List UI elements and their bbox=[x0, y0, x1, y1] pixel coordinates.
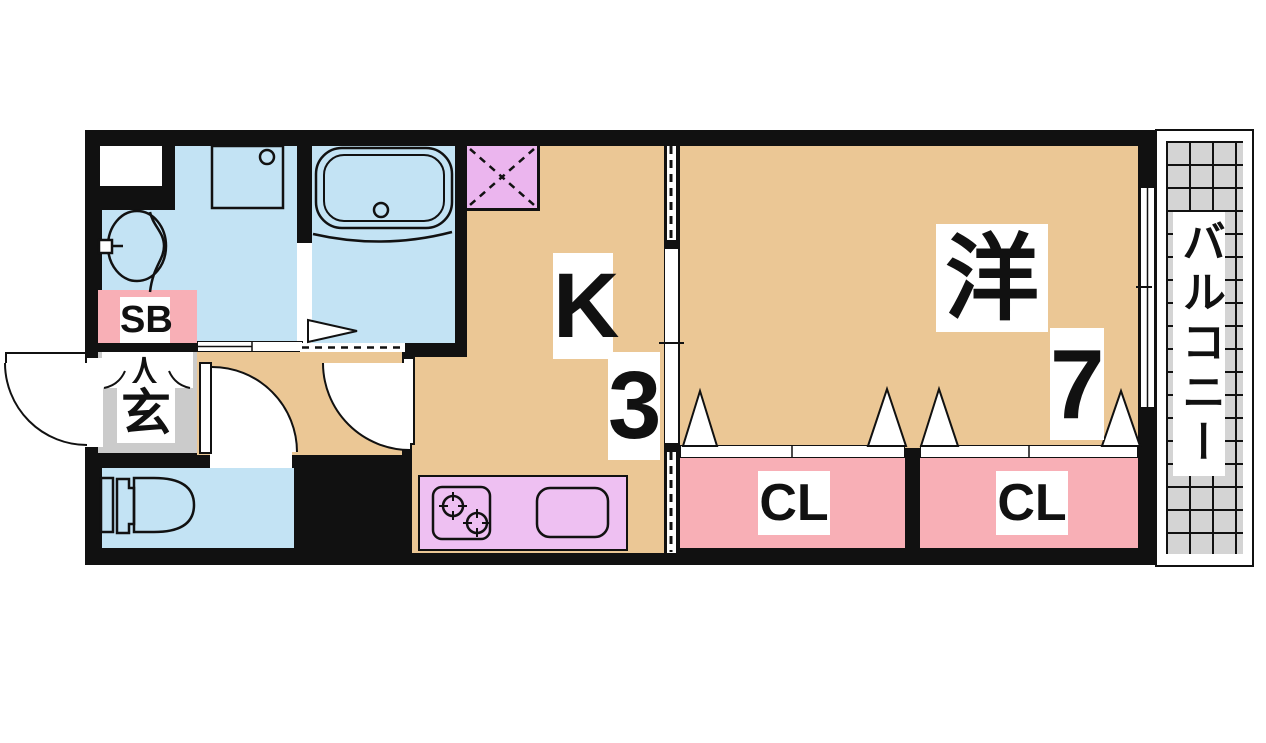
kitchen-counter bbox=[418, 475, 628, 551]
kitchen-size-label: 3 bbox=[608, 352, 662, 460]
kitchen-door-leaf bbox=[402, 357, 415, 445]
bathroom-door-opening bbox=[297, 243, 312, 343]
toilet-door-opening bbox=[210, 447, 292, 468]
closet-left-door-track bbox=[680, 445, 905, 458]
refrigerator-space bbox=[467, 146, 540, 211]
toilet-door-leaf bbox=[199, 362, 212, 454]
washroom-floor-upper bbox=[175, 146, 297, 210]
partition-sliding-door bbox=[664, 248, 679, 444]
partition-opening-bottom bbox=[666, 452, 677, 553]
partition-opening-top bbox=[666, 146, 677, 240]
pipe-space-niche bbox=[100, 146, 162, 186]
bathroom-opening-strip bbox=[300, 343, 405, 352]
front-door-arc-icon bbox=[4, 362, 88, 446]
closet-left-label: CL bbox=[758, 471, 830, 535]
closet-right-door-track bbox=[920, 445, 1138, 458]
western-room-label: 洋 bbox=[936, 224, 1048, 332]
entrance-label: 玄 bbox=[117, 383, 175, 443]
balcony-sliding-window bbox=[1140, 187, 1155, 408]
toilet-room-floor bbox=[102, 468, 294, 548]
bathroom-floor bbox=[312, 146, 455, 343]
washroom-sliding-door bbox=[197, 341, 303, 352]
balcony-label: バルコニー bbox=[1173, 212, 1225, 476]
front-door-opening bbox=[85, 358, 103, 447]
western-room-size-label: 7 bbox=[1050, 328, 1105, 440]
kitchen-label: K bbox=[553, 253, 620, 359]
front-door-leaf bbox=[5, 352, 87, 365]
hall-floor bbox=[197, 352, 402, 455]
shoe-box-label: SB bbox=[120, 297, 173, 343]
closet-right-label: CL bbox=[996, 471, 1068, 535]
